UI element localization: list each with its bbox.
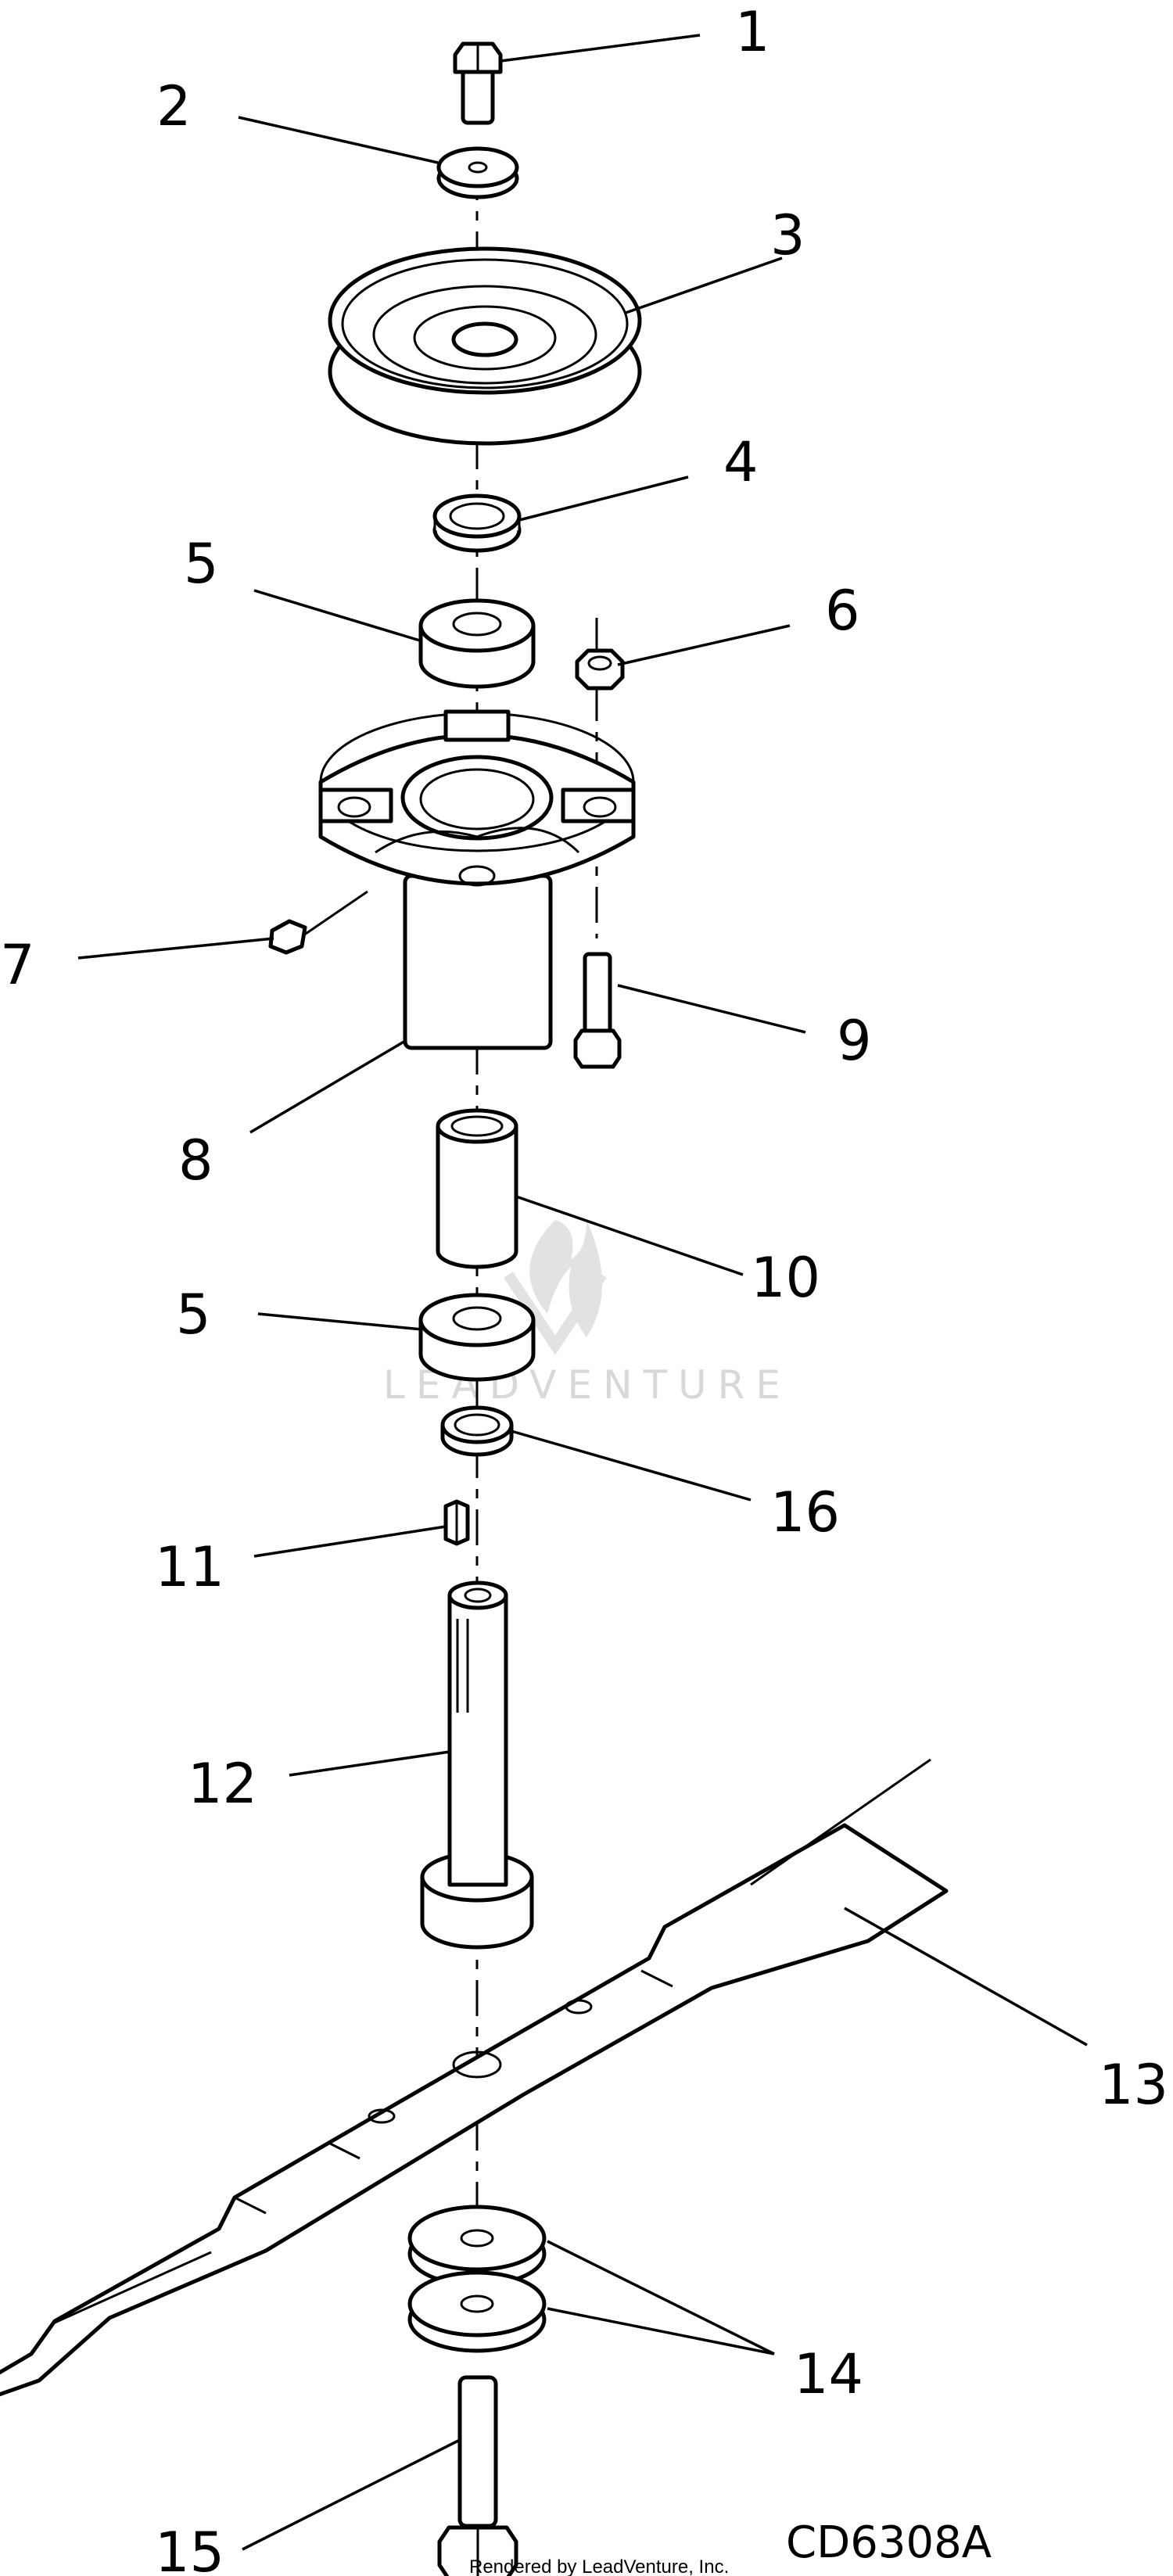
bearing-lower-part bbox=[418, 1293, 536, 1382]
callout-5-lower: 5 bbox=[176, 1283, 211, 1347]
hex-nut-part bbox=[575, 648, 625, 691]
mounting-bolt-part bbox=[573, 952, 622, 1069]
flat-washer-top-part bbox=[436, 146, 519, 199]
bearing-spacer-tube-part bbox=[436, 1108, 518, 1269]
spindle-housing-part bbox=[318, 709, 636, 1050]
spindle-shaft-part bbox=[420, 1580, 534, 1950]
callout-11: 11 bbox=[155, 1535, 224, 1599]
callout-10: 10 bbox=[751, 1246, 820, 1310]
drawing-code: CD6308A bbox=[786, 2517, 992, 2568]
spacer-lower-part bbox=[440, 1405, 514, 1457]
mower-blade-part bbox=[0, 1758, 949, 2397]
callout-8: 8 bbox=[178, 1128, 213, 1193]
callout-7: 7 bbox=[0, 933, 35, 997]
blade-washers-part bbox=[407, 2205, 547, 2353]
callout-15: 15 bbox=[155, 2520, 224, 2576]
callout-2: 2 bbox=[156, 74, 192, 138]
pulley-part bbox=[328, 246, 642, 446]
bearing-upper-part bbox=[418, 598, 536, 689]
callout-14: 14 bbox=[794, 2342, 863, 2406]
render-credit: Rendered by LeadVenture, Inc. bbox=[469, 2556, 729, 2576]
hex-bolt-top-part bbox=[453, 41, 503, 125]
leader-lines bbox=[77, 34, 1088, 2551]
callout-16: 16 bbox=[770, 1480, 840, 1545]
spacer-top-part bbox=[432, 493, 522, 553]
callout-9: 9 bbox=[837, 1009, 872, 1073]
callout-5-upper: 5 bbox=[184, 532, 219, 596]
callout-6: 6 bbox=[825, 579, 860, 643]
key-part bbox=[443, 1499, 470, 1546]
callout-12: 12 bbox=[188, 1752, 257, 1816]
callout-13: 13 bbox=[1099, 2053, 1168, 2117]
callout-1: 1 bbox=[735, 0, 770, 64]
blade-bolt-part bbox=[437, 2375, 518, 2576]
callout-3: 3 bbox=[770, 203, 805, 267]
grease-fitting-part bbox=[268, 890, 368, 955]
callout-4: 4 bbox=[723, 430, 759, 494]
